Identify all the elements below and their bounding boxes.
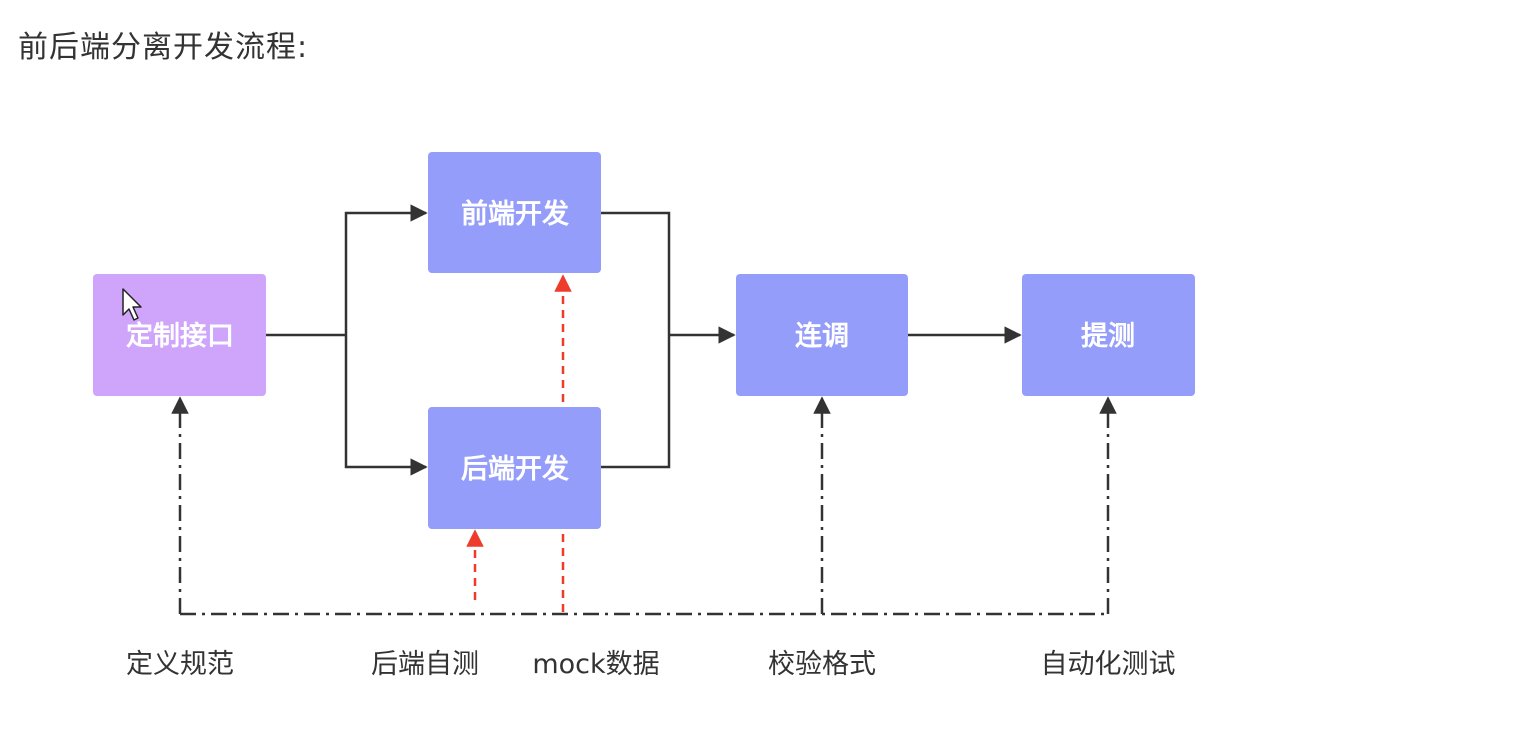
connector-to-frontend bbox=[344, 204, 428, 335]
node-joint-debug: 连调 bbox=[736, 274, 908, 396]
node-define-api: 定制接口 bbox=[93, 274, 266, 396]
connector-backend-out bbox=[601, 335, 671, 469]
flow-connectors bbox=[266, 204, 1022, 476]
connector-to-backend bbox=[344, 335, 428, 476]
label-define-spec: 定义规范 bbox=[126, 649, 234, 680]
node-submit-test-label: 提测 bbox=[1081, 321, 1135, 352]
node-frontend-dev-label: 前端开发 bbox=[461, 198, 569, 230]
node-frontend-dev: 前端开发 bbox=[428, 152, 601, 273]
bottom-dashdot-lines bbox=[171, 396, 1117, 616]
node-backend-dev: 后端开发 bbox=[428, 407, 601, 529]
node-submit-test: 提测 bbox=[1022, 274, 1195, 396]
node-define-api-label: 定制接口 bbox=[126, 320, 234, 352]
label-validate-format: 校验格式 bbox=[768, 649, 876, 680]
node-backend-dev-label: 后端开发 bbox=[461, 453, 569, 485]
label-auto-test: 自动化测试 bbox=[1041, 649, 1176, 680]
label-backend-selftest: 后端自测 bbox=[371, 649, 479, 680]
connector-frontend-out bbox=[601, 211, 671, 335]
page-title: 前后端分离开发流程: bbox=[18, 30, 309, 65]
node-joint-debug-label: 连调 bbox=[795, 320, 849, 352]
label-mock-data: mock数据 bbox=[532, 649, 659, 680]
arrow-cursor-icon bbox=[122, 288, 142, 321]
